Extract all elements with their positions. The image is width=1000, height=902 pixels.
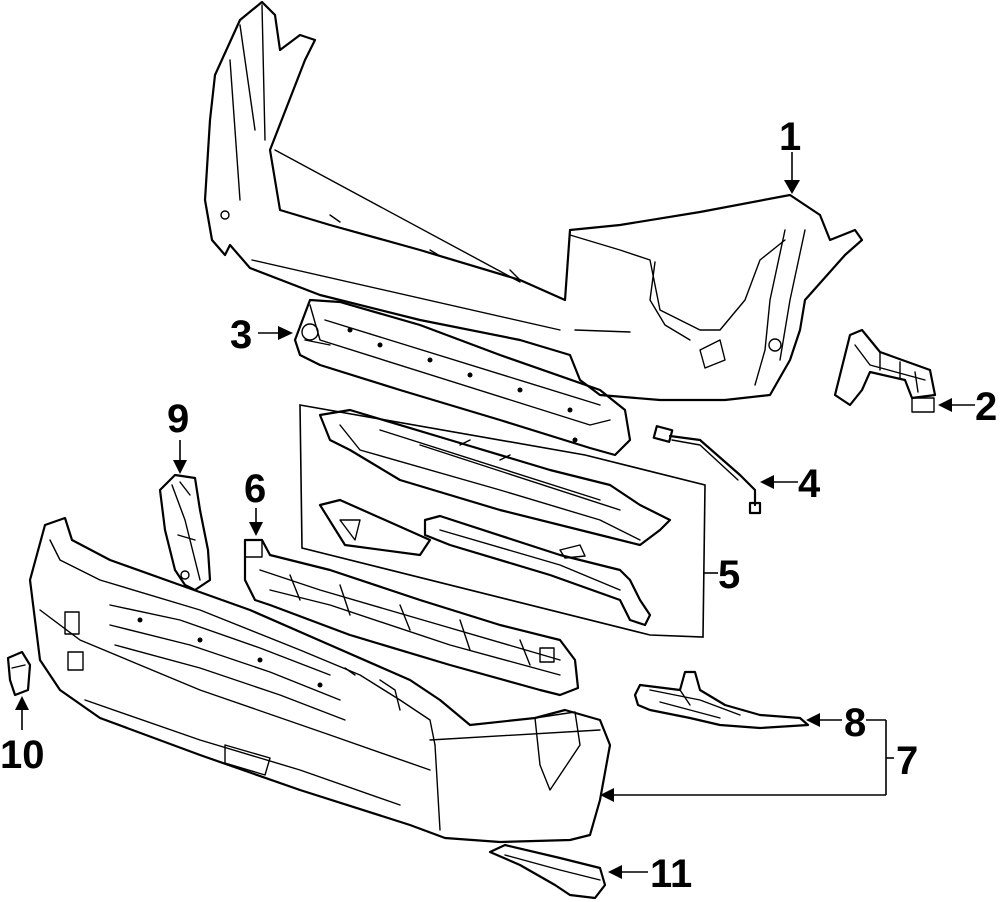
leader-lines xyxy=(15,152,975,879)
callout-1: 1 xyxy=(779,115,801,159)
callout-2: 2 xyxy=(975,385,997,429)
lower-grille xyxy=(243,538,580,697)
sensor-wiring xyxy=(633,670,810,730)
side-bracket xyxy=(833,328,937,413)
callout-6: 6 xyxy=(244,467,266,511)
callout-4: 4 xyxy=(798,462,821,506)
callout-10: 10 xyxy=(0,733,45,777)
corner-piece xyxy=(488,843,607,900)
callout-3: 3 xyxy=(230,313,252,357)
clip xyxy=(6,650,32,697)
lower-bumper-cover xyxy=(28,516,612,844)
upper-bumper-cover xyxy=(203,0,864,402)
callout-7: 7 xyxy=(896,739,918,783)
callout-8: 8 xyxy=(844,701,866,745)
upper-absorber xyxy=(293,298,632,457)
callout-9: 9 xyxy=(167,397,189,441)
callout-labels: 1 2 3 4 5 6 7 8 9 10 11 xyxy=(0,115,997,896)
callout-5: 5 xyxy=(718,553,740,597)
callout-11: 11 xyxy=(650,852,692,896)
left-bracket xyxy=(158,473,212,592)
grille-assembly-group xyxy=(299,404,706,638)
wire-harness xyxy=(652,425,762,515)
